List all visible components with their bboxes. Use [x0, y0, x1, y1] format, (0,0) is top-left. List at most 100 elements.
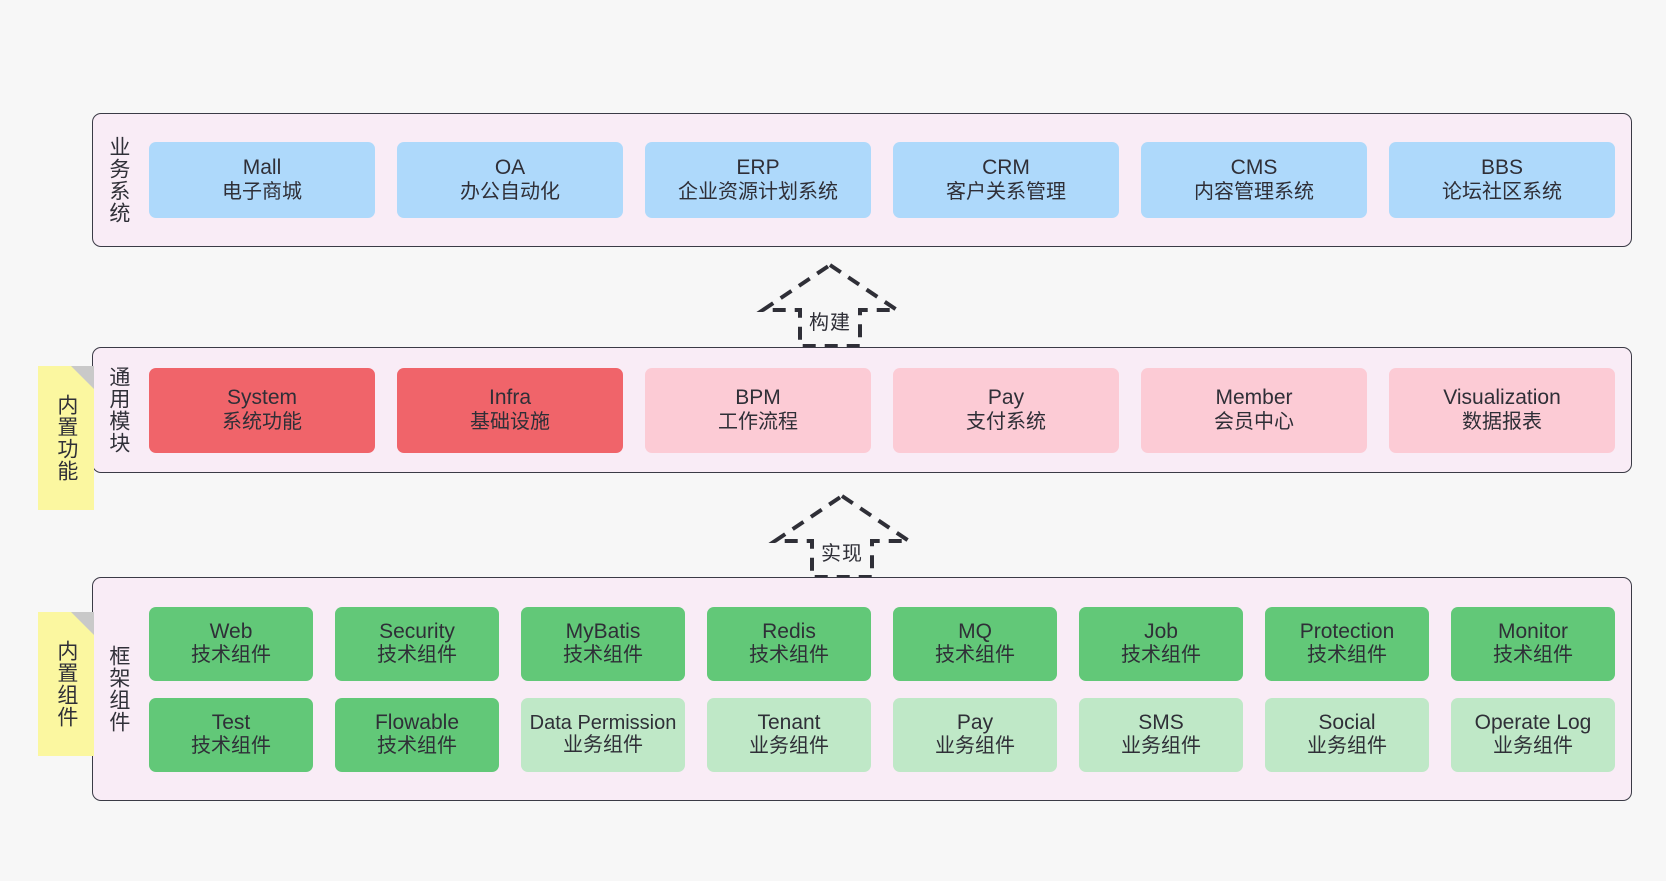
node-title: Pay — [987, 386, 1025, 410]
node-protection[interactable]: Protection 技术组件 — [1265, 606, 1429, 681]
node-title: OA — [494, 156, 526, 180]
node-bpm[interactable]: BPM 工作流程 — [645, 367, 871, 453]
node-cell: Redis 技术组件 — [707, 606, 871, 681]
node-sms[interactable]: SMS 业务组件 — [1079, 697, 1243, 772]
node-title: Tenant — [757, 710, 821, 734]
node-subtitle: 基础设施 — [470, 410, 550, 433]
node-flowable[interactable]: Flowable 技术组件 — [335, 697, 499, 772]
node-title: Test — [211, 710, 251, 734]
node-subtitle: 技术组件 — [191, 735, 271, 758]
node-cell: Data Permission 业务组件 — [521, 697, 685, 772]
node-cell: Protection 技术组件 — [1265, 606, 1429, 681]
node-cell: Infra 基础设施 — [397, 367, 623, 453]
node-subtitle: 技术组件 — [935, 644, 1015, 667]
layer-common-modules: 通用模块 System 系统功能 Infra 基础设施 — [92, 347, 1632, 473]
node-crm[interactable]: CRM 客户关系管理 — [893, 142, 1119, 218]
node-mall[interactable]: Mall 电子商城 — [149, 142, 375, 218]
layer-body-common-modules: System 系统功能 Infra 基础设施 BPM 工作流程 — [143, 348, 1631, 472]
node-title: Operate Log — [1474, 710, 1592, 734]
node-title: MyBatis — [565, 619, 641, 643]
node-title: CMS — [1230, 156, 1278, 180]
node-visualization[interactable]: Visualization 数据报表 — [1389, 367, 1615, 453]
node-row: Test 技术组件 Flowable 技术组件 Data Permission … — [149, 697, 1615, 772]
node-cell: Monitor 技术组件 — [1451, 606, 1615, 681]
node-subtitle: 支付系统 — [966, 410, 1046, 433]
node-cell: Mall 电子商城 — [149, 142, 375, 218]
node-subtitle: 业务组件 — [1121, 735, 1201, 758]
node-subtitle: 论坛社区系统 — [1442, 180, 1562, 203]
node-title: Social — [1318, 710, 1376, 734]
node-tenant[interactable]: Tenant 业务组件 — [707, 697, 871, 772]
node-cell: Operate Log 业务组件 — [1451, 697, 1615, 772]
node-oa[interactable]: OA 办公自动化 — [397, 142, 623, 218]
node-subtitle: 技术组件 — [1121, 644, 1201, 667]
node-title: Monitor — [1497, 619, 1569, 643]
node-title: Security — [379, 619, 455, 643]
layer-title-business-systems: 业务系统 — [106, 136, 130, 224]
node-subtitle: 数据报表 — [1462, 410, 1542, 433]
connector-build: 构建 — [756, 262, 904, 348]
node-subtitle: 技术组件 — [1307, 644, 1387, 667]
arrow-up-icon — [756, 262, 904, 348]
node-cell: Test 技术组件 — [149, 697, 313, 772]
node-monitor[interactable]: Monitor 技术组件 — [1451, 606, 1615, 681]
node-subtitle: 业务组件 — [1307, 735, 1387, 758]
node-cell: Social 业务组件 — [1265, 697, 1429, 772]
node-subtitle: 技术组件 — [377, 644, 457, 667]
node-subtitle: 业务组件 — [1493, 735, 1573, 758]
node-title: Protection — [1299, 619, 1395, 643]
node-title: SMS — [1138, 710, 1184, 734]
node-subtitle: 技术组件 — [749, 644, 829, 667]
node-social[interactable]: Social 业务组件 — [1265, 697, 1429, 772]
node-title: Mall — [242, 156, 282, 180]
node-pay-component[interactable]: Pay 业务组件 — [893, 697, 1057, 772]
node-cell: Web 技术组件 — [149, 606, 313, 681]
node-cell: System 系统功能 — [149, 367, 375, 453]
node-web[interactable]: Web 技术组件 — [149, 606, 313, 681]
node-test[interactable]: Test 技术组件 — [149, 697, 313, 772]
node-title: ERP — [736, 156, 780, 180]
layer-body-framework-components: Web 技术组件 Security 技术组件 MyBatis 技术组件 — [143, 578, 1631, 800]
node-bbs[interactable]: BBS 论坛社区系统 — [1389, 142, 1615, 218]
node-cell: SMS 业务组件 — [1079, 697, 1243, 772]
node-cell: OA 办公自动化 — [397, 142, 623, 218]
node-row: Mall 电子商城 OA 办公自动化 ERP 企业资源计划系统 — [149, 142, 1615, 218]
node-cell: Security 技术组件 — [335, 606, 499, 681]
node-title: Web — [209, 619, 253, 643]
node-title: Visualization — [1443, 386, 1561, 410]
node-operate-log[interactable]: Operate Log 业务组件 — [1451, 697, 1615, 772]
node-cms[interactable]: CMS 内容管理系统 — [1141, 142, 1367, 218]
node-data-permission[interactable]: Data Permission 业务组件 — [521, 697, 685, 772]
node-subtitle: 技术组件 — [563, 644, 643, 667]
layer-framework-components: 框架组件 Web 技术组件 Security 技术组件 — [92, 577, 1632, 801]
node-subtitle: 业务组件 — [935, 735, 1015, 758]
node-subtitle: 技术组件 — [191, 644, 271, 667]
node-redis[interactable]: Redis 技术组件 — [707, 606, 871, 681]
node-title: Infra — [488, 386, 532, 410]
node-pay-module[interactable]: Pay 支付系统 — [893, 367, 1119, 453]
page-fold-icon — [71, 366, 94, 389]
node-erp[interactable]: ERP 企业资源计划系统 — [645, 142, 871, 218]
node-title: Flowable — [374, 710, 460, 734]
node-mybatis[interactable]: MyBatis 技术组件 — [521, 606, 685, 681]
node-job[interactable]: Job 技术组件 — [1079, 606, 1243, 681]
node-security[interactable]: Security 技术组件 — [335, 606, 499, 681]
node-cell: MQ 技术组件 — [893, 606, 1057, 681]
node-member[interactable]: Member 会员中心 — [1141, 367, 1367, 453]
node-title: Job — [1144, 619, 1178, 643]
node-row: System 系统功能 Infra 基础设施 BPM 工作流程 — [149, 367, 1615, 453]
sticky-note-builtin-functions: 内置功能 — [38, 366, 94, 510]
node-title: CRM — [982, 156, 1030, 180]
node-mq[interactable]: MQ 技术组件 — [893, 606, 1057, 681]
page-fold-icon — [71, 612, 94, 635]
node-subtitle: 技术组件 — [377, 735, 457, 758]
node-cell: BPM 工作流程 — [645, 367, 871, 453]
node-title: BPM — [735, 386, 781, 410]
node-title: MQ — [958, 619, 992, 643]
node-system[interactable]: System 系统功能 — [149, 367, 375, 453]
sticky-note-label: 内置组件 — [54, 640, 78, 728]
node-row: Web 技术组件 Security 技术组件 MyBatis 技术组件 — [149, 606, 1615, 681]
node-cell: ERP 企业资源计划系统 — [645, 142, 871, 218]
node-infra[interactable]: Infra 基础设施 — [397, 367, 623, 453]
layer-title-common-modules: 通用模块 — [106, 366, 130, 454]
